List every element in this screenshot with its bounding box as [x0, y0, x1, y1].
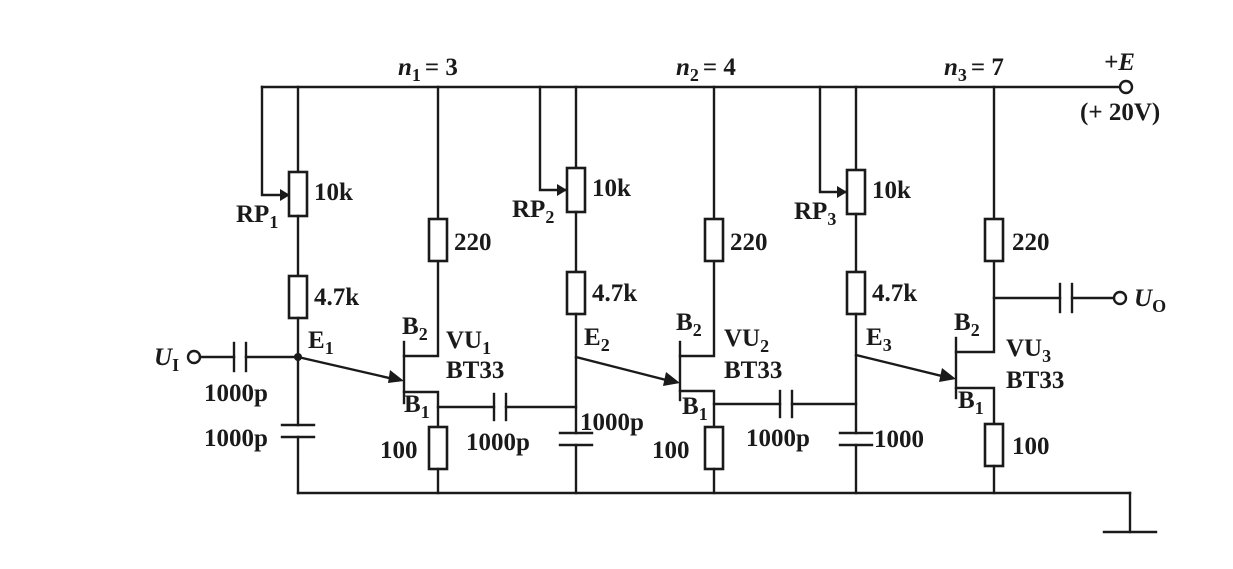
coupling-cap-2-value: 1000p: [746, 425, 810, 452]
resistor-b2-2: [703, 217, 725, 263]
supply-voltage-label: (+ 20V): [1080, 99, 1160, 126]
vu1-part: BT33: [446, 357, 504, 384]
e2-label: E2: [584, 324, 610, 355]
b1-3-label: B1: [958, 387, 984, 418]
vu2-part: BT33: [724, 357, 782, 384]
rp2-value: 10k: [592, 175, 631, 202]
vu1-label: VU1: [446, 327, 491, 358]
output-terminal: [1112, 290, 1128, 306]
supply-label: +E: [1104, 49, 1135, 76]
r-b1-3-value: 100: [1012, 433, 1050, 460]
r-emitter-3-value: 4.7k: [872, 280, 917, 307]
stage-3: [818, 85, 1128, 495]
b1-2-label: B1: [682, 393, 708, 424]
input-cap-value: 1000p: [204, 380, 268, 407]
resistor-b2-3: [983, 217, 1005, 263]
wiper-arrow: [280, 189, 290, 201]
vu2-label: VU2: [724, 325, 769, 356]
resistor-b1-1: [427, 425, 449, 471]
timing-cap-3-value: 1000: [874, 426, 924, 453]
b2-2-label: B2: [676, 309, 702, 340]
r-b1-1-value: 100: [380, 437, 418, 464]
b2-3-label: B2: [954, 309, 980, 340]
timing-cap-1-value: 1000p: [204, 425, 268, 452]
resistor-4-7k-1: [287, 274, 309, 320]
stage2-n-label: n2= 4: [676, 54, 736, 85]
potentiometer-rp2: [565, 166, 587, 214]
stage-1: [186, 85, 578, 495]
resistor-b1-3: [983, 422, 1005, 468]
resistor-4-7k-3: [845, 270, 867, 316]
r-b1-2-value: 100: [652, 437, 690, 464]
e1-label: E1: [308, 327, 334, 358]
timing-cap-2-value: 1000p: [580, 409, 644, 436]
output-label: UO: [1134, 285, 1166, 316]
stage-2: [538, 85, 858, 495]
e3-label: E3: [866, 324, 892, 355]
input-label: UI: [154, 344, 179, 375]
rp1-label: RP1: [236, 201, 278, 232]
supply-terminal: [1118, 79, 1134, 95]
resistor-b1-2: [703, 425, 725, 471]
r-b2-3-value: 220: [1012, 229, 1050, 256]
resistor-b2-1: [427, 217, 449, 263]
stage3-n-label: n3= 7: [944, 54, 1004, 85]
rp3-label: RP3: [794, 198, 836, 229]
potentiometer-rp1: [287, 170, 309, 218]
rp1-value: 10k: [314, 179, 353, 206]
r-emitter-2-value: 4.7k: [592, 280, 637, 307]
rp2-label: RP2: [512, 196, 554, 227]
b2-1-label: B2: [402, 313, 428, 344]
r-emitter-1-value: 4.7k: [314, 284, 359, 311]
b1-1-label: B1: [404, 391, 430, 422]
r-b2-2-value: 220: [730, 229, 768, 256]
vu3-part: BT33: [1006, 367, 1064, 394]
r-b2-1-value: 220: [454, 229, 492, 256]
coupling-cap-1-value: 1000p: [466, 429, 530, 456]
input-terminal: [186, 349, 202, 365]
stage1-n-label: n1= 3: [398, 54, 458, 85]
potentiometer-rp3: [845, 168, 867, 216]
vu3-label: VU3: [1006, 335, 1051, 366]
resistor-4-7k-2: [565, 270, 587, 316]
rp3-value: 10k: [872, 177, 911, 204]
